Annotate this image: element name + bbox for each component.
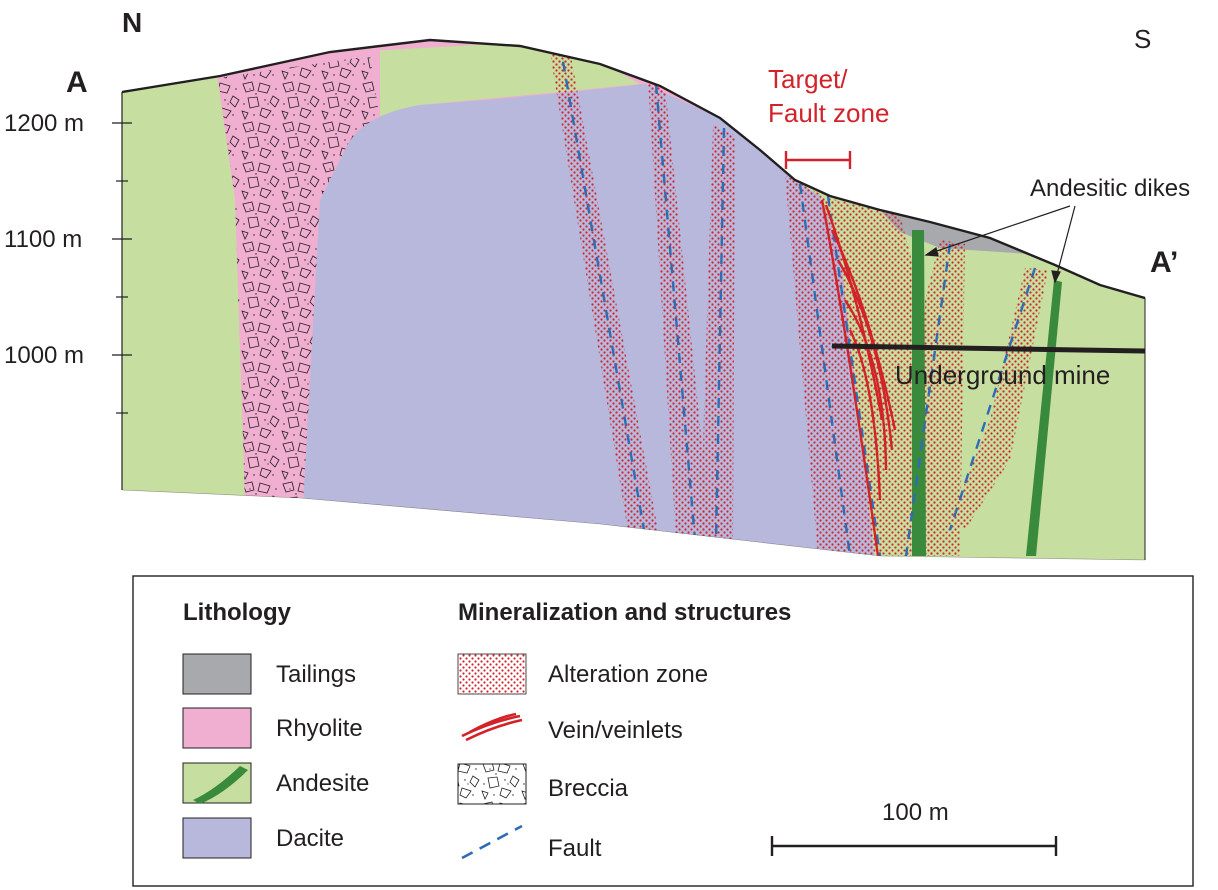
vein-legend-label: Vein/veinlets <box>548 717 683 744</box>
tailings-unit <box>880 210 1030 254</box>
fault-lines <box>558 43 1037 557</box>
breccia-legend-label: Breccia <box>548 775 629 802</box>
tailings-swatch <box>182 653 252 695</box>
vein-icon <box>461 712 523 742</box>
tailings-legend-label: Tailings <box>276 661 356 688</box>
fault-legend-label: Fault <box>548 835 602 862</box>
scale-bar-label: 100 m <box>882 799 949 826</box>
andesite-legend-label: Andesite <box>276 770 369 797</box>
scale-bar <box>770 836 1058 856</box>
underground-mine-label: Underground mine <box>895 360 1110 390</box>
dacite-legend-label: Dacite <box>276 825 344 852</box>
elevation-label-1100: 1100 m <box>4 226 82 253</box>
alteration-zone-6 <box>925 240 965 556</box>
alteration-zone-8 <box>840 240 920 320</box>
elevation-tick-marks <box>112 122 132 414</box>
dike-pointer-arrows <box>924 205 1076 284</box>
andesite-dike-icon <box>193 766 248 804</box>
section-end-label: A’ <box>1150 246 1178 279</box>
andesitic-dikes-label: Andesitic dikes <box>1030 175 1190 202</box>
section-base <box>121 489 1146 561</box>
lithology-title: Lithology <box>183 599 292 626</box>
section-start-label: A <box>66 66 88 99</box>
alteration-zone-7 <box>950 268 1048 530</box>
dashed-line-icon <box>461 824 523 860</box>
breccia-icon <box>457 763 527 805</box>
andesitic-dike-1 <box>912 230 926 556</box>
alteration-zone-1 <box>548 40 658 532</box>
legend-box <box>132 575 1194 887</box>
alteration-zone-3 <box>700 125 735 540</box>
dacite-swatch <box>182 817 252 859</box>
alteration-legend-label: Alteration zone <box>548 661 708 688</box>
target-label-line2: Fault zone <box>768 98 889 128</box>
topography-line <box>121 38 1146 300</box>
dotted-pattern-icon <box>457 653 527 695</box>
structures-title: Mineralization and structures <box>458 599 791 626</box>
north-label: N <box>122 7 142 38</box>
vein-veinlets <box>820 199 897 557</box>
rhyolite-legend-label: Rhyolite <box>276 715 363 742</box>
underground-mine-line <box>831 343 1145 354</box>
target-label-line1: Target/ <box>768 64 848 94</box>
target-bracket <box>784 151 852 169</box>
rhyolite-swatch <box>182 707 252 749</box>
elevation-label-1200: 1200 m <box>4 110 84 137</box>
south-label: S <box>1134 24 1151 54</box>
alteration-zone-2 <box>648 80 712 540</box>
alteration-zone-4 <box>785 175 878 556</box>
breccia-zone <box>218 56 380 500</box>
geologic-section <box>122 40 1145 560</box>
legend: Lithology Tailings Rhyolite Andesite Dac… <box>132 575 1194 887</box>
elevation-label-1000: 1000 m <box>4 342 84 369</box>
